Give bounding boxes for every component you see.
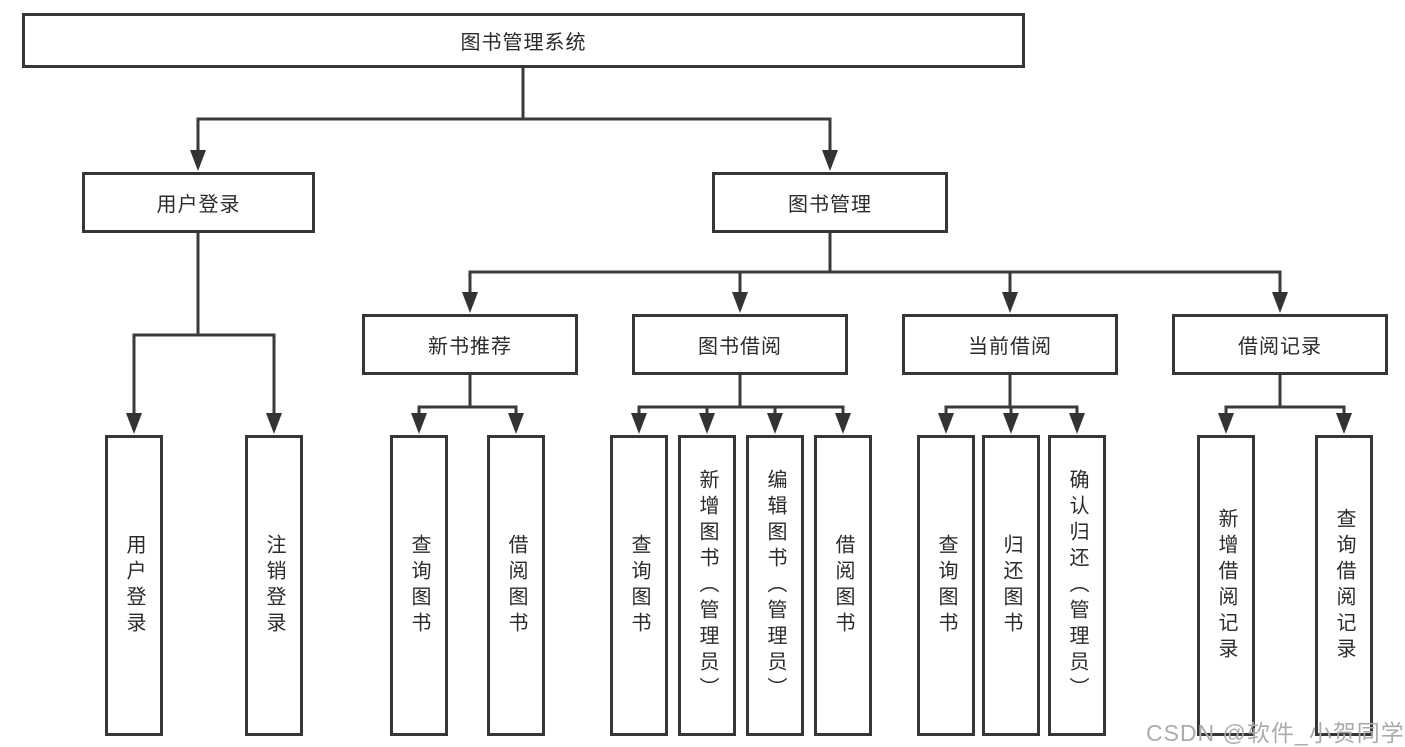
leaf-confirm-return-admin: 确认归还（管理员） xyxy=(1048,435,1106,736)
node-user-login: 用户登录 xyxy=(82,172,315,233)
node-book-management: 图书管理 xyxy=(712,172,948,233)
leaf-query-books-current: 查询图书 xyxy=(917,435,975,736)
leaf-edit-book-admin: 编辑图书（管理员） xyxy=(746,435,804,736)
leaf-user-login: 用户登录 xyxy=(105,435,163,736)
csdn-watermark: CSDN @软件_小贺同学 xyxy=(1146,720,1405,746)
leaf-add-borrow-record: 新增借阅记录 xyxy=(1197,435,1255,736)
connector-arrows xyxy=(126,119,1352,434)
node-book-borrowing: 图书借阅 xyxy=(632,314,848,375)
node-borrowing-records: 借阅记录 xyxy=(1172,314,1388,375)
leaf-query-books-borrowing: 查询图书 xyxy=(610,435,668,736)
leaf-query-borrow-record: 查询借阅记录 xyxy=(1315,435,1373,736)
leaf-query-books-recommend: 查询图书 xyxy=(390,435,448,736)
leaf-borrow-books-recommend: 借阅图书 xyxy=(487,435,545,736)
leaf-return-books: 归还图书 xyxy=(982,435,1040,736)
node-library-management-system: 图书管理系统 xyxy=(22,13,1025,68)
node-current-borrowing: 当前借阅 xyxy=(902,314,1118,375)
leaf-borrow-books-borrowing: 借阅图书 xyxy=(814,435,872,736)
leaf-logout: 注销登录 xyxy=(245,435,303,736)
leaf-add-book-admin: 新增图书（管理员） xyxy=(678,435,736,736)
node-new-book-recommendation: 新书推荐 xyxy=(362,314,578,375)
